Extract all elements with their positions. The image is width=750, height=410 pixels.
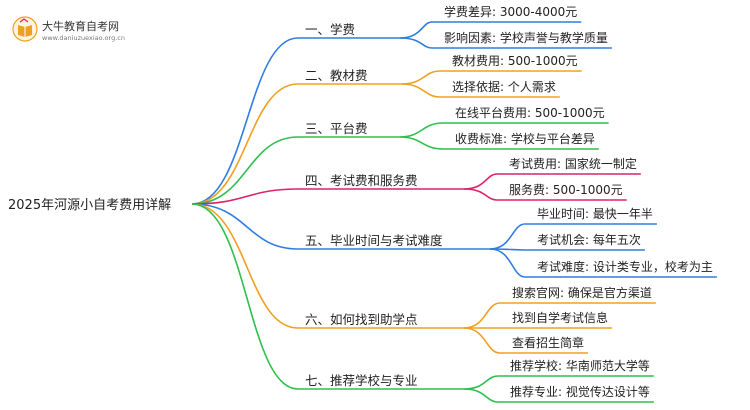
branch-leaf-connector — [399, 122, 444, 138]
leaf-label: 搜索官网: 确保是官方渠道 — [512, 286, 652, 300]
branch-label: 五、毕业时间与考试难度 — [305, 233, 443, 248]
book-logo-icon — [12, 16, 38, 42]
root-branch-connector — [191, 37, 299, 205]
branch-leaf-connector — [463, 388, 499, 403]
leaf-label: 推荐学校: 华南师范大学等 — [510, 359, 650, 373]
branch-label: 二、教材费 — [305, 68, 368, 83]
branch-leaf-connector — [401, 83, 441, 98]
leaf-label: 查看招生简章 — [512, 336, 585, 350]
leaf-label: 找到自学考试信息 — [512, 311, 609, 325]
branch-leaf-connector — [399, 37, 433, 49]
root-branch-connector — [191, 188, 299, 205]
leaf-label: 毕业时间: 最快一年半 — [537, 207, 653, 221]
branch-leaf-connector — [463, 302, 501, 329]
root-branch-connector — [191, 83, 299, 205]
root-branch-connector — [191, 203, 299, 250]
branch-leaf-connector — [463, 375, 499, 390]
leaf-label: 在线平台费用: 500-1000元 — [455, 106, 605, 120]
branch-leaf-connector — [399, 21, 433, 39]
branch-leaf-connector — [463, 173, 498, 190]
root-topic: 2025年河源小自考费用详解 — [8, 198, 172, 213]
branch-leaf-connector — [489, 248, 526, 278]
branch-leaf-connector — [401, 70, 441, 85]
branch-leaf-connector — [463, 327, 501, 354]
branch-leaf-connector — [463, 188, 498, 201]
leaf-label: 选择依据: 个人需求 — [452, 80, 556, 94]
brand-logo: 大牛教育自考网 www.daniuzuexiao.org.cn — [12, 12, 152, 48]
leaf-label: 考试机会: 每年五次 — [537, 233, 641, 247]
root-branch-connector — [191, 136, 299, 205]
root-branch-connector — [191, 203, 299, 329]
branch-leaf-connector — [489, 223, 526, 250]
root-branch-connector — [191, 203, 299, 390]
branch-label: 七、推荐学校与专业 — [305, 373, 418, 388]
branch-label: 四、考试费和服务费 — [305, 173, 418, 188]
branch-label: 六、如何找到助学点 — [305, 312, 418, 327]
leaf-label: 服务费: 500-1000元 — [509, 183, 623, 197]
leaf-label: 影响因素: 学校声誉与教学质量 — [444, 31, 608, 45]
branch-label: 三、平台费 — [305, 121, 368, 136]
branch-label: 一、学费 — [305, 22, 356, 37]
logo-url: www.daniuzuexiao.org.cn — [42, 34, 125, 42]
leaf-label: 考试费用: 国家统一制定 — [509, 157, 637, 171]
leaf-label: 考试难度: 设计类专业，校考为主 — [537, 260, 713, 274]
leaf-label: 推荐专业: 视觉传达设计等 — [510, 385, 650, 399]
branch-leaf-connector — [399, 136, 444, 150]
leaf-label: 收费标准: 学校与平台差异 — [455, 132, 595, 146]
leaf-label: 学费差异: 3000-4000元 — [444, 5, 578, 19]
logo-title: 大牛教育自考网 — [42, 20, 119, 33]
leaf-label: 教材费用: 500-1000元 — [452, 54, 578, 68]
